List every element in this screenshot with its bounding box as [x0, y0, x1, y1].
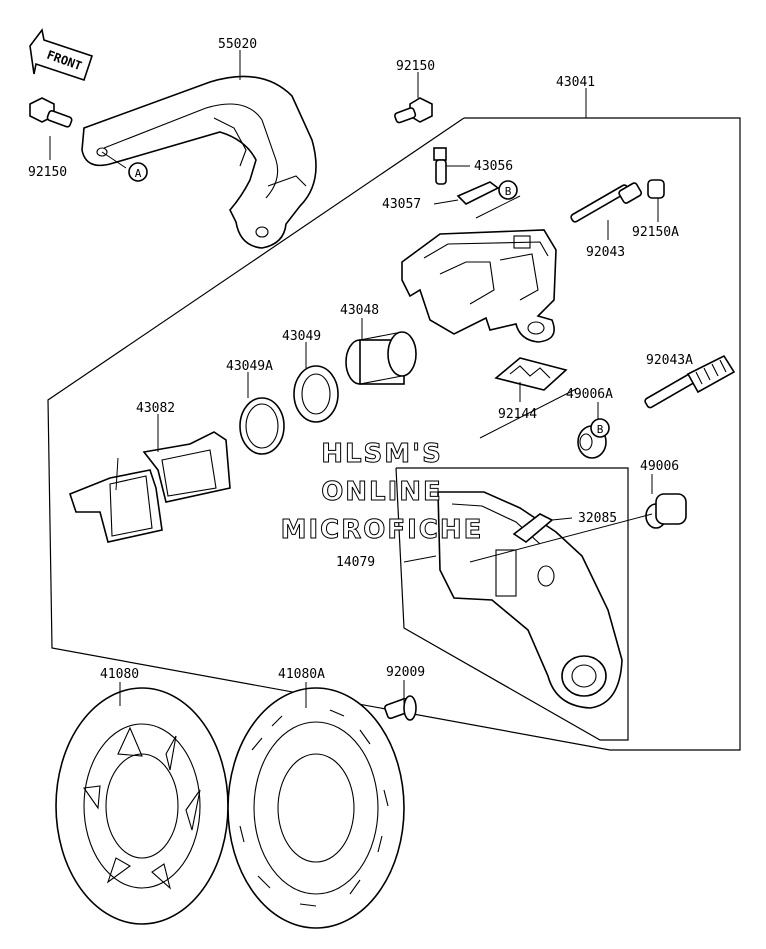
bleed-valve-43056-icon — [433, 147, 447, 185]
label-92150-left: 92150 — [28, 165, 67, 180]
bolt-92150-top-icon — [394, 97, 433, 124]
piston-43048-icon — [345, 331, 417, 385]
label-41080: 41080 — [100, 667, 139, 682]
callout-b-right-label: B — [597, 423, 604, 436]
label-32085: 32085 — [578, 511, 617, 526]
label-43049: 43049 — [282, 329, 321, 344]
callout-b-right-circle: B — [590, 418, 610, 438]
spring-92144-icon — [494, 357, 568, 391]
seal-43049A-icon — [239, 397, 285, 455]
label-92043A: 92043A — [646, 353, 693, 368]
label-14079: 14079 — [336, 555, 375, 570]
watermark-line-1: HLSM'S — [321, 439, 443, 469]
leader-lines — [49, 50, 659, 708]
label-92144: 92144 — [498, 407, 537, 422]
front-arrow-icon: FRONT — [29, 28, 94, 82]
bolt-92009-icon — [384, 695, 417, 721]
callout-a-label: A — [135, 167, 142, 180]
label-92150A: 92150A — [632, 225, 679, 240]
watermark: HLSM'S ONLINE MICROFICHE — [280, 439, 484, 546]
seal-43049-icon — [293, 365, 339, 423]
caliper-guard — [81, 75, 317, 249]
bolt-92150-left-icon — [29, 97, 73, 128]
label-92009: 92009 — [386, 665, 425, 680]
label-92043: 92043 — [586, 245, 625, 260]
label-49006: 49006 — [640, 459, 679, 474]
label-49006A: 49006A — [566, 387, 613, 402]
assembly-frame — [47, 117, 741, 751]
pin-92043-icon — [570, 182, 643, 223]
watermark-line-2: ONLINE — [321, 477, 443, 507]
label-92150-top: 92150 — [396, 59, 435, 74]
label-43056: 43056 — [474, 159, 513, 174]
boot-49006-icon — [645, 493, 687, 529]
part-labels: 55020 92150 92150 43041 43056 43057 9204… — [28, 37, 693, 682]
label-43049A: 43049A — [226, 359, 273, 374]
brake-pads — [69, 431, 231, 543]
callout-b-top-label: B — [505, 185, 512, 198]
pin-92043A-icon — [644, 354, 736, 409]
brake-disc-41080 — [55, 687, 229, 925]
cap-43057-icon — [456, 181, 500, 205]
cap-92150A-icon — [647, 179, 665, 199]
callout-a-circle: A — [128, 162, 148, 182]
label-43048: 43048 — [340, 303, 379, 318]
caliper-body — [401, 229, 557, 343]
label-43057: 43057 — [382, 197, 421, 212]
label-43041: 43041 — [556, 75, 595, 90]
label-55020: 55020 — [218, 37, 257, 52]
watermark-line-3: MICROFICHE — [281, 515, 484, 545]
label-43082: 43082 — [136, 401, 175, 416]
caliper-bracket — [437, 491, 623, 709]
label-41080A: 41080A — [278, 667, 325, 682]
callout-b-top-circle: B — [498, 180, 518, 200]
brake-disc-41080A — [227, 687, 405, 929]
bracket-frame — [395, 467, 629, 741]
